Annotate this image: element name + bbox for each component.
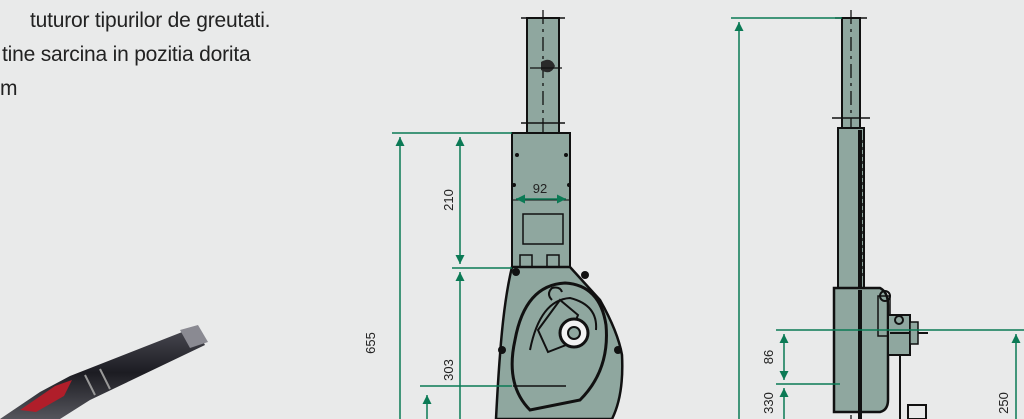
dim-86-label: 86 xyxy=(761,350,776,364)
front-view xyxy=(494,10,624,419)
dim-210-label: 210 xyxy=(441,189,456,211)
side-view xyxy=(832,10,928,419)
dim-330-label: 330 xyxy=(761,392,776,414)
intro-line-3: m xyxy=(0,77,18,100)
dim-250-label: 250 xyxy=(996,392,1011,414)
dim-303-label: 303 xyxy=(441,359,456,381)
crank-rod-photo xyxy=(0,325,208,419)
dim-655-label: 655 xyxy=(363,332,378,354)
dim-92-label: 92 xyxy=(533,181,547,196)
intro-line-1: tuturor tipurilor de greutati. xyxy=(30,9,271,32)
intro-line-2: tine sarcina in pozitia dorita xyxy=(2,43,251,66)
side-dimensions xyxy=(731,17,1024,419)
front-dimensions xyxy=(392,132,566,419)
intro-text: tuturor tipurilor de greutati. tine sarc… xyxy=(0,4,270,106)
